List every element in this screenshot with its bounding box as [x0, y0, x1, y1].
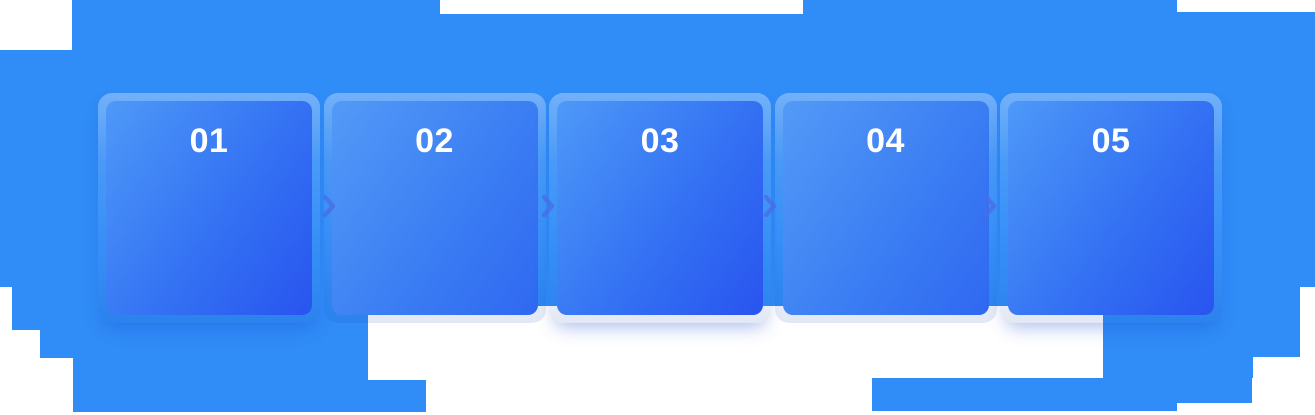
step-card-3: 03 — [549, 93, 771, 323]
chevron-right-icon — [982, 193, 998, 219]
blob-segment — [73, 358, 368, 412]
chevron-right-icon — [321, 193, 337, 219]
step-card-5: 05 — [1000, 93, 1222, 323]
chevron-right-icon — [540, 193, 556, 219]
step-card-4: 04 — [774, 93, 997, 323]
step-card-body: 03 — [557, 101, 763, 315]
step-card-1: 01 — [98, 93, 320, 323]
blob-segment — [803, 0, 1177, 50]
blob-segment — [40, 330, 368, 358]
blob-segment — [440, 14, 803, 50]
step-number: 04 — [866, 122, 905, 160]
blob-segment — [872, 378, 1177, 411]
step-card-body: 02 — [331, 101, 538, 315]
blob-segment — [368, 380, 426, 412]
step-number: 03 — [640, 122, 680, 160]
blob-segment — [72, 0, 440, 50]
step-number: 01 — [189, 122, 229, 160]
step-card-body: 05 — [1008, 101, 1214, 315]
steps-row: 01 02 03 04 05 — [98, 93, 1222, 323]
chevron-right-icon — [762, 193, 778, 219]
step-card-2: 02 — [323, 93, 546, 323]
step-number: 05 — [1091, 122, 1131, 160]
step-card-body: 04 — [782, 101, 989, 315]
blob-segment — [1177, 12, 1315, 50]
step-card-body: 01 — [106, 101, 312, 315]
blob-segment — [1177, 357, 1252, 403]
step-number: 02 — [415, 122, 454, 160]
